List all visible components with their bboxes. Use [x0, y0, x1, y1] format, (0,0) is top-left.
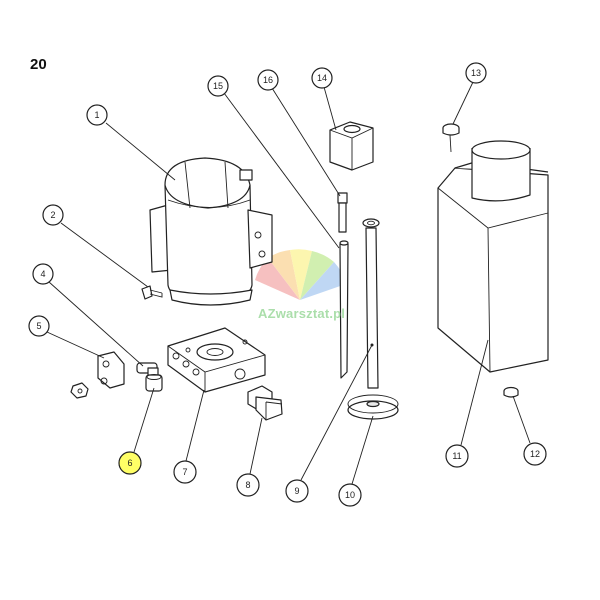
breather — [442, 123, 460, 153]
short-fitting — [145, 374, 163, 392]
elbow-fitting — [70, 351, 125, 399]
return-tube — [339, 240, 349, 379]
callout-4: 4 — [32, 263, 54, 285]
svg-text:6: 6 — [127, 458, 132, 468]
callout-2: 2 — [42, 204, 64, 226]
leader-lines — [46, 81, 531, 485]
callout-11: 11 — [445, 444, 469, 468]
solenoid-coil — [329, 121, 374, 171]
suction-pipe — [362, 218, 380, 389]
watermark-text: AZwarsztat.pl — [258, 306, 346, 321]
svg-text:12: 12 — [530, 449, 540, 459]
callout-7: 7 — [173, 460, 197, 484]
callout-9: 9 — [285, 479, 309, 503]
valve-stem — [337, 192, 348, 233]
svg-text:4: 4 — [40, 269, 45, 279]
callout-8: 8 — [236, 473, 260, 497]
callout-10: 10 — [338, 483, 362, 507]
svg-text:16: 16 — [263, 75, 273, 85]
svg-text:5: 5 — [36, 321, 41, 331]
svg-text:8: 8 — [245, 480, 250, 490]
svg-text:2: 2 — [50, 210, 55, 220]
callout-14: 14 — [311, 67, 333, 89]
callout-15: 15 — [207, 75, 229, 97]
svg-text:13: 13 — [471, 68, 481, 78]
plug — [247, 385, 283, 421]
svg-text:14: 14 — [317, 73, 327, 83]
callout-6: 6 — [118, 451, 142, 475]
callout-13: 13 — [465, 62, 487, 84]
motor — [149, 157, 273, 306]
svg-text:11: 11 — [452, 451, 461, 461]
svg-text:10: 10 — [345, 490, 355, 500]
valve-block — [167, 327, 266, 393]
oil-tank — [437, 140, 549, 373]
bolt — [141, 285, 163, 300]
svg-text:15: 15 — [213, 81, 223, 91]
svg-text:9: 9 — [294, 486, 299, 496]
callout-5: 5 — [28, 315, 50, 337]
svg-text:7: 7 — [182, 467, 187, 477]
figure-number: 20 — [30, 56, 47, 73]
filter-washer — [347, 394, 399, 420]
svg-text:1: 1 — [94, 110, 99, 120]
callout-16: 16 — [257, 69, 279, 91]
watermark-logo — [255, 249, 346, 300]
drain-cap — [503, 386, 519, 398]
callout-1: 1 — [86, 104, 108, 126]
callouts: 1 2 4 5 6 7 8 9 10 11 12 13 14 15 16 — [28, 62, 547, 507]
callout-12: 12 — [523, 442, 547, 466]
